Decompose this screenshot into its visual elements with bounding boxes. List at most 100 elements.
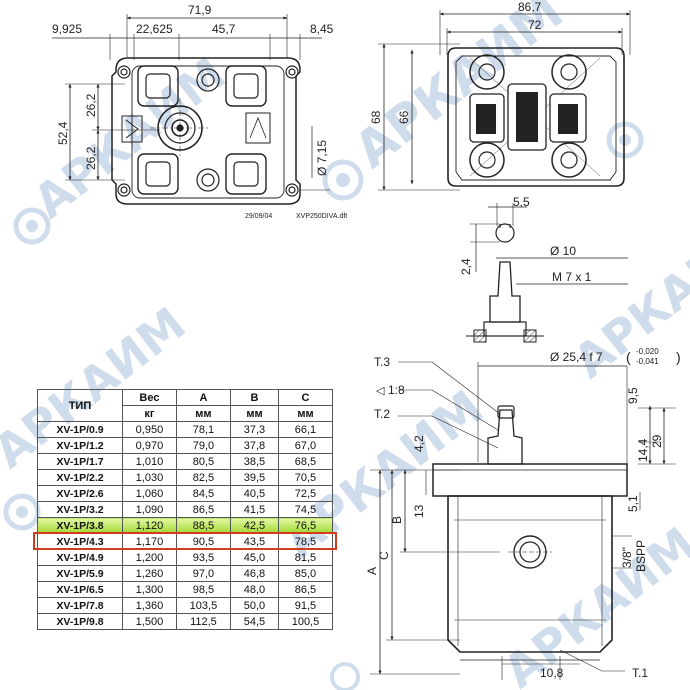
dim-port-standard: BSPP [634,540,648,572]
unit-a: мм [175,405,231,422]
col-c: C [277,389,334,406]
cell-weight: 1,200 [121,549,177,566]
cell-b: 46,8 [229,565,279,582]
front-view-labels: 71,9 9,925 22,625 45,7 8,45 52,4 26,2 26… [52,3,347,220]
cell-model: XV-1P/3.8 [37,517,123,534]
dim-5-5: 5,5 [513,195,530,209]
cell-a: 78,1 [175,421,231,438]
cell-weight: 1,030 [121,469,177,486]
col-b: B [229,389,279,406]
unit-weight: кг [121,405,177,422]
side-view [378,10,631,191]
cell-weight: 0,970 [121,437,177,454]
dim-8-45: 8,45 [310,22,334,36]
cell-model: XV-1P/7.8 [37,597,123,614]
table-row: XV-1P/3.2 1,090 86,5 41,5 74,5 [37,501,334,518]
dim-2-4: 2,4 [459,258,473,275]
taper-icon: ◁ [376,385,385,397]
dim-shaft-10: Ø 10 [550,244,576,258]
table-row-highlighted: XV-1P/3.8 1,120 88,5 42,5 76,5 [37,517,334,534]
cell-a: 97,0 [175,565,231,582]
cell-c: 70,5 [277,469,334,486]
watermark-logo-right [606,121,644,159]
cell-c: 68,5 [277,453,334,470]
cell-model: XV-1P/1.7 [37,453,123,470]
cell-weight: 1,260 [121,565,177,582]
tol-bracket-icon: ( [626,349,631,365]
cell-c: 81,5 [277,549,334,566]
cell-b: 43,5 [229,533,279,550]
cell-a: 90,5 [175,533,231,550]
label-t2: T.2 [374,407,390,421]
cell-a: 88,5 [175,517,231,534]
cell-c: 76,5 [277,517,334,534]
cell-weight: 1,060 [121,485,177,502]
table-row: XV-1P/1.7 1,010 80,5 38,5 68,5 [37,453,334,470]
dim-66: 66 [397,110,411,124]
dim-tol-upper: -0,020 [636,347,659,356]
cell-b: 42,5 [229,517,279,534]
watermark-logo-mid [322,159,364,201]
cell-weight: 1,360 [121,597,177,614]
profile-view-labels: T.3 ◁ 1:8 T.2 T.1 A C B Ø 25,4 f 7 -0,02… [365,347,681,680]
profile-view [370,361,676,680]
dim-width-71-9: 71,9 [188,3,212,17]
table-row: XV-1P/4.9 1,200 93,5 45,0 81,5 [37,549,334,566]
table-row: XV-1P/9.8 1,500 112,5 54,5 100,5 [37,613,334,630]
dim-26-2-lower: 26,2 [84,146,98,170]
cell-weight: 1,500 [121,613,177,630]
table-row: XV-1P/2.2 1,030 82,5 39,5 70,5 [37,469,334,486]
cell-weight: 1,090 [121,501,177,518]
cell-model: XV-1P/0.9 [37,421,123,438]
cell-a: 103,5 [175,597,231,614]
dim-10-8: 10,8 [540,666,564,680]
shaft-detail [466,203,628,343]
cell-weight: 1,300 [121,581,177,598]
col-weight: Вес [121,389,177,406]
dim-45-7: 45,7 [212,22,236,36]
cell-b: 39,5 [229,469,279,486]
cell-a: 79,0 [175,437,231,454]
table-units-row: кг мм мм мм [38,405,334,422]
cell-weight: 0,950 [121,421,177,438]
side-view-labels: 86,7 72 68 66 [369,0,542,124]
dim-5-1: 5,1 [626,495,640,512]
cell-model: XV-1P/3.2 [37,501,123,518]
cell-b: 48,0 [229,581,279,598]
dim-4-2: 4,2 [412,435,426,452]
cell-model: XV-1P/6.5 [37,581,123,598]
cell-a: 80,5 [175,453,231,470]
tol-bracket-close-icon: ) [676,349,681,365]
dim-29: 29 [650,434,664,448]
label-taper: 1:8 [388,383,405,397]
col-a: A [175,389,231,406]
unit-b: мм [229,405,279,422]
cell-c: 66,1 [277,421,334,438]
dim-hole-7-15: Ø 7,15 [315,140,329,176]
dim-52-4: 52,4 [56,121,70,145]
table-row: XV-1P/2.6 1,060 84,5 40,5 72,5 [37,485,334,502]
cell-model: XV-1P/4.9 [37,549,123,566]
cell-model: XV-1P/2.2 [37,469,123,486]
col-type: ТИП [37,389,123,422]
dim-a: A [365,567,379,575]
cell-weight: 1,170 [121,533,177,550]
table-row: XV-1P/4.3 1,170 90,5 43,5 78,5 [37,533,334,550]
table-header-row: ТИП Вес A B C [37,389,334,422]
table-row: XV-1P/1.2 0,970 79,0 37,8 67,0 [37,437,334,454]
dim-14-4: 14,4 [636,438,650,462]
watermark-logo-bottom [330,662,360,690]
cell-c: 91,5 [277,597,334,614]
cell-model: XV-1P/1.2 [37,437,123,454]
cell-a: 93,5 [175,549,231,566]
dim-c: C [377,551,391,560]
cell-b: 40,5 [229,485,279,502]
dim-9-5: 9,5 [626,387,640,404]
cell-b: 38,5 [229,453,279,470]
front-view [52,14,330,205]
cell-b: 54,5 [229,613,279,630]
cell-weight: 1,010 [121,453,177,470]
dim-thread-m7: M 7 x 1 [552,270,592,284]
dim-9-925: 9,925 [52,22,82,36]
cell-b: 37,3 [229,421,279,438]
